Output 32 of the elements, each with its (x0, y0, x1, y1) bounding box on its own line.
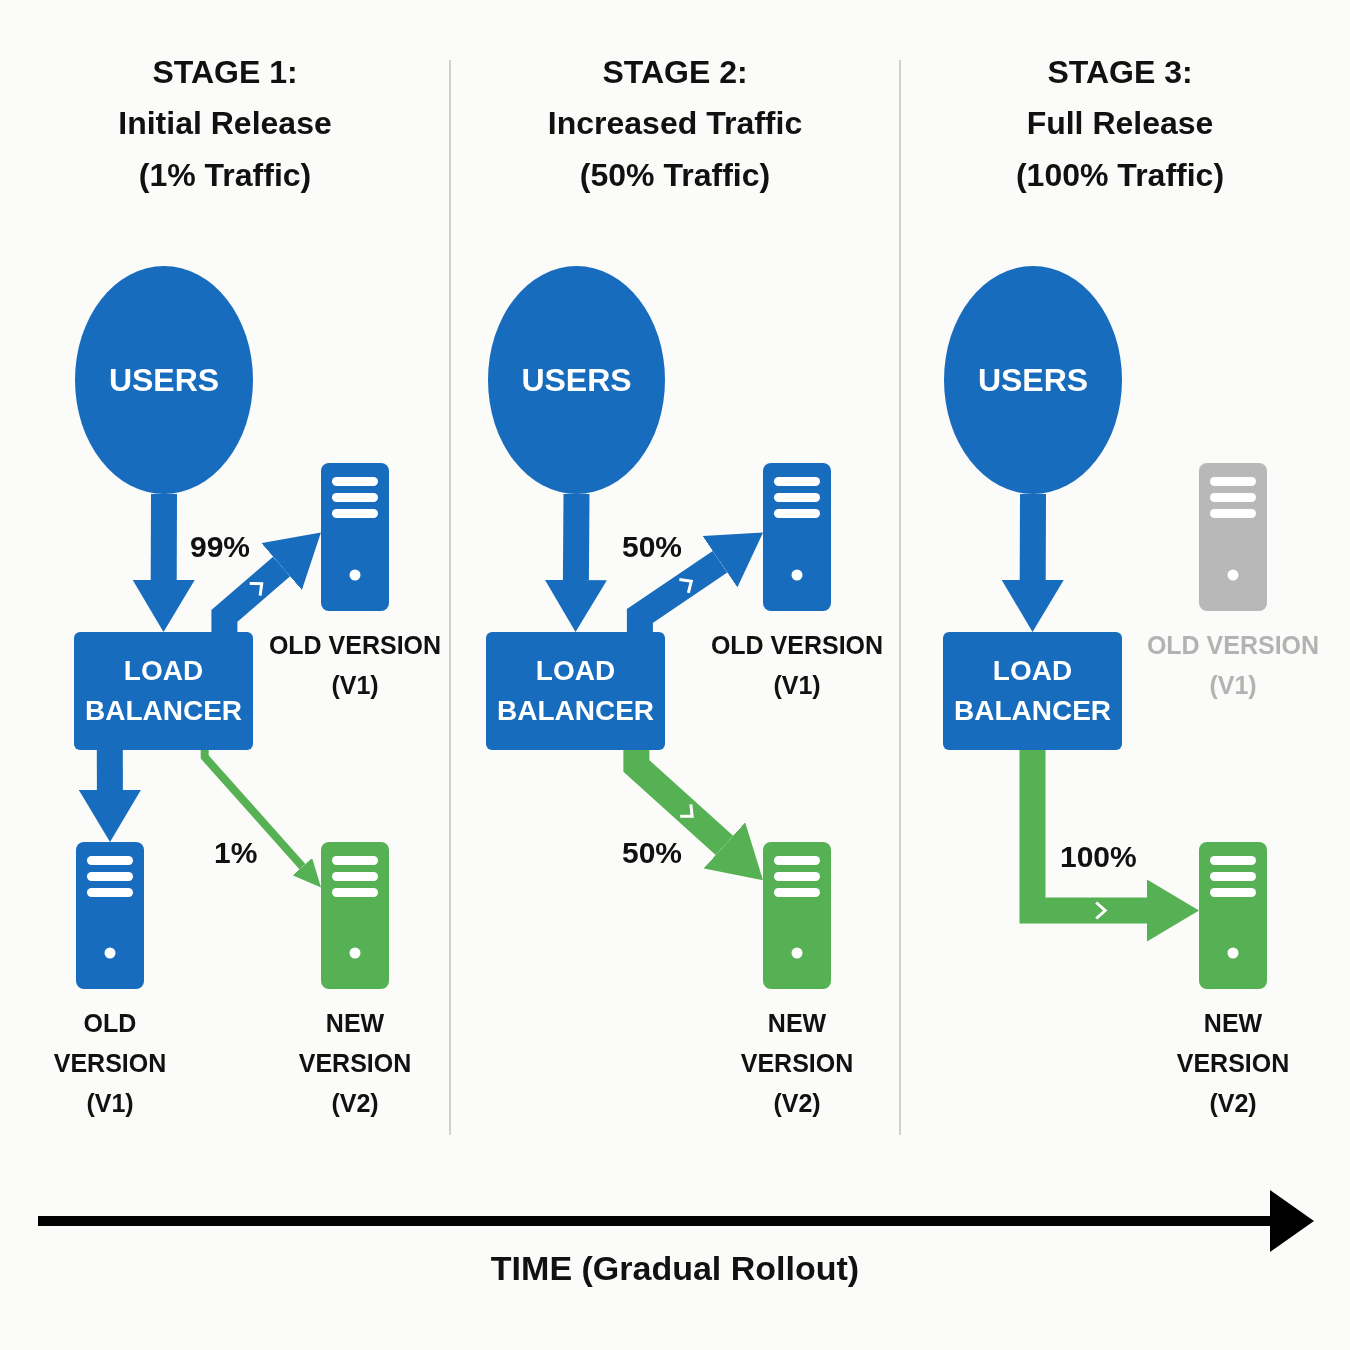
load-balancer-box (486, 632, 665, 750)
node-label: USERS (977, 361, 1089, 400)
arrow (200, 750, 321, 888)
node-label: LOAD BALANCER (83, 654, 244, 728)
load-balancer-box (943, 632, 1122, 750)
arrow (132, 493, 195, 632)
server-label: OLD VERSION (V1) (267, 630, 443, 701)
arrow (626, 532, 764, 632)
stage-heading: STAGE 2: (601, 53, 749, 92)
stage-heading: STAGE 3: (1046, 53, 1194, 92)
arrow (544, 493, 607, 632)
server-label: OLD VERSION (V1) (1145, 630, 1321, 701)
arrow (211, 532, 321, 632)
node-label: USERS (108, 361, 220, 400)
arrow (1001, 493, 1064, 632)
stage-subtitle: Full Release (100% Traffic) (1014, 104, 1226, 195)
server-label: NEW VERSION (V2) (1175, 1008, 1291, 1119)
node-label: LOAD BALANCER (952, 654, 1113, 728)
node-label: USERS (521, 361, 632, 400)
arrow (1019, 750, 1199, 942)
load-balancer-box (74, 632, 253, 750)
arrow (623, 750, 763, 881)
stage-subtitle: Increased Traffic (50% Traffic) (546, 104, 804, 195)
arrow (78, 749, 141, 842)
stage-heading: STAGE 1: (151, 53, 299, 92)
stage-subtitle: Initial Release (1% Traffic) (117, 104, 333, 195)
server-label: OLD VERSION (V1) (709, 630, 885, 701)
node-label: LOAD BALANCER (495, 654, 656, 728)
server-label: NEW VERSION (V2) (739, 1008, 855, 1119)
server-label: OLD VERSION (V1) (52, 1008, 168, 1119)
axis-label: TIME (Gradual Rollout) (489, 1248, 861, 1289)
server-label: NEW VERSION (V2) (297, 1008, 413, 1119)
